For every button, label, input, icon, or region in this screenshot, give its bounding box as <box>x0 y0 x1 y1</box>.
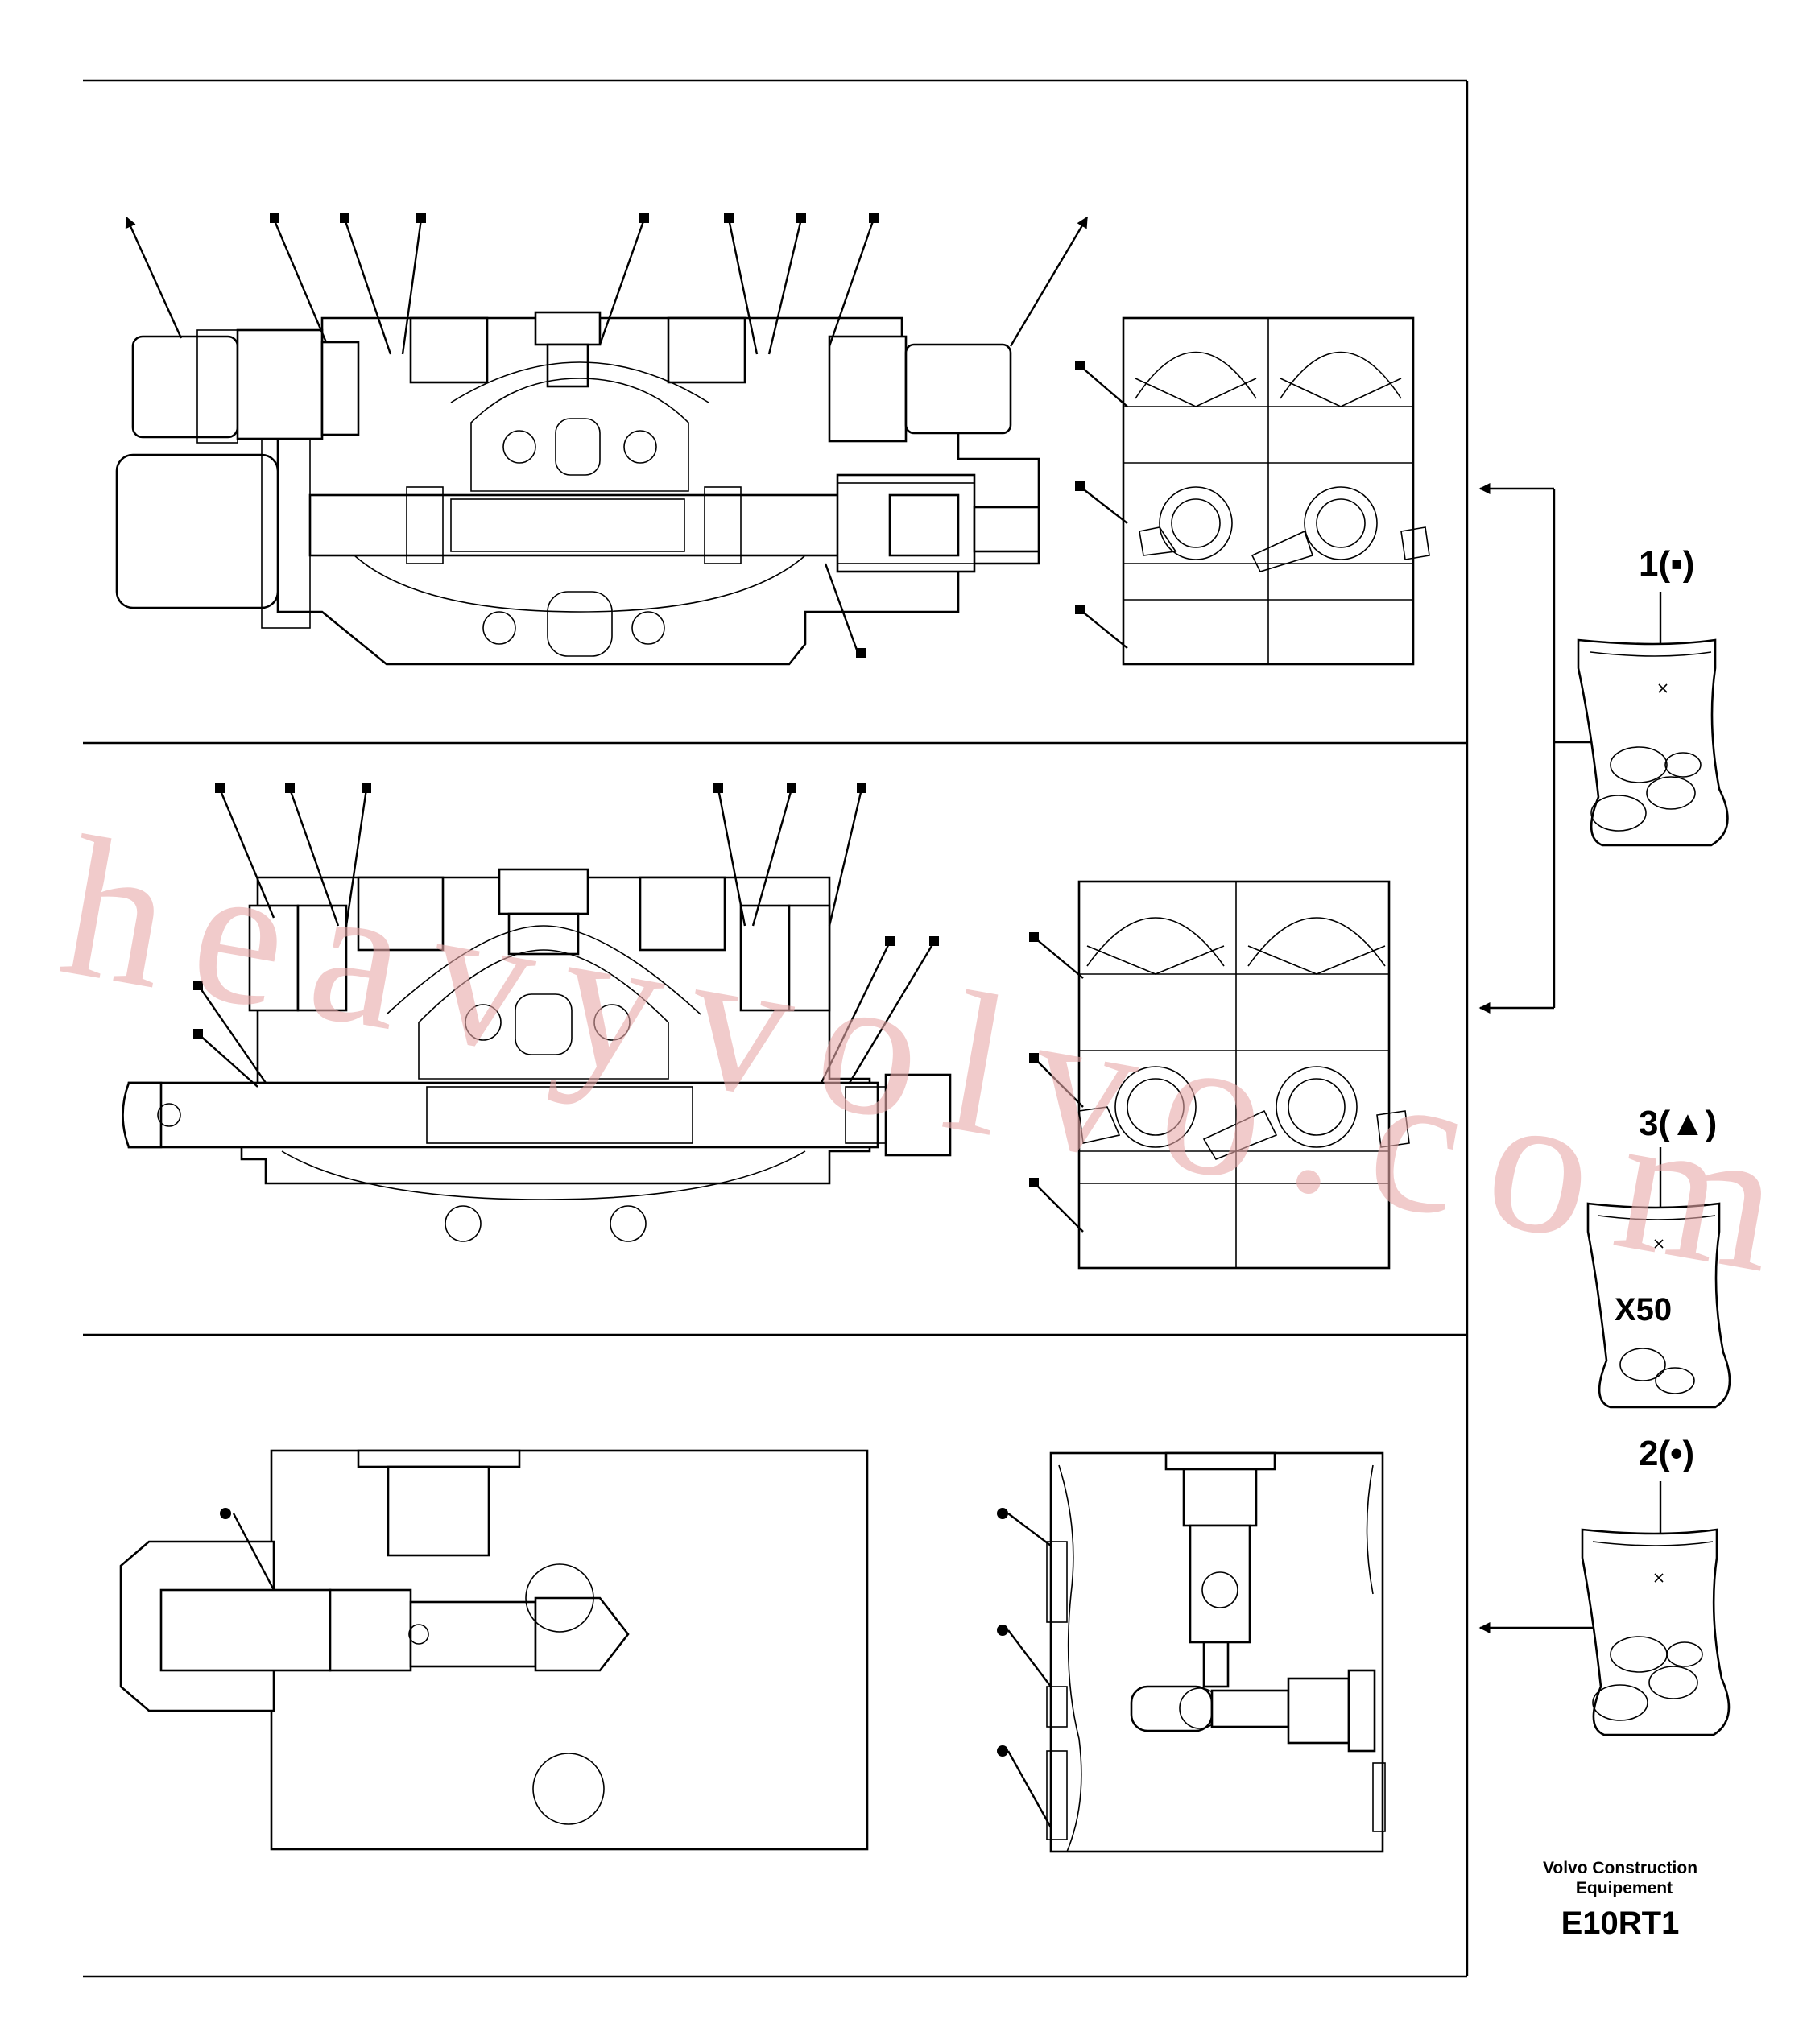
panel-2-control-valve-section <box>122 783 1410 1270</box>
kit-1-label: 1(▪) <box>1639 544 1694 584</box>
kit-2-label: 2(•) <box>1639 1434 1694 1473</box>
footer: Volvo Construction Equipement E10RT1 <box>1543 1859 1697 1941</box>
seal-kit-bag-icon <box>1577 638 1729 847</box>
manufacturer-line-1: Volvo Construction <box>1543 1859 1697 1877</box>
drawing-frame <box>83 79 1469 1978</box>
kit-connector-arrows <box>1478 483 1598 1633</box>
watermark-text: heavyvolvo.com <box>48 795 1807 1320</box>
watermark: heavyvolvo.com <box>48 795 1807 1320</box>
kit-3-label: 3(▲) <box>1639 1104 1717 1143</box>
panel-1-control-valve-section <box>115 213 1430 666</box>
seal-kit-bag-icon <box>1581 1528 1731 1736</box>
seal-kit-bag-icon: X50 <box>1586 1202 1731 1409</box>
drawing-code: E10RT1 <box>1561 1906 1680 1941</box>
seal-kit-3: 3(▲) X50 <box>1586 1104 1731 1409</box>
kit-3-bag-text: X50 <box>1615 1292 1672 1328</box>
manufacturer-line-2: Equipement <box>1576 1879 1673 1897</box>
panel-3-relief-valve-section <box>119 1449 1386 1853</box>
seal-kit-2: 2(•) <box>1581 1434 1731 1736</box>
seal-kit-1: 1(▪) <box>1577 544 1729 847</box>
